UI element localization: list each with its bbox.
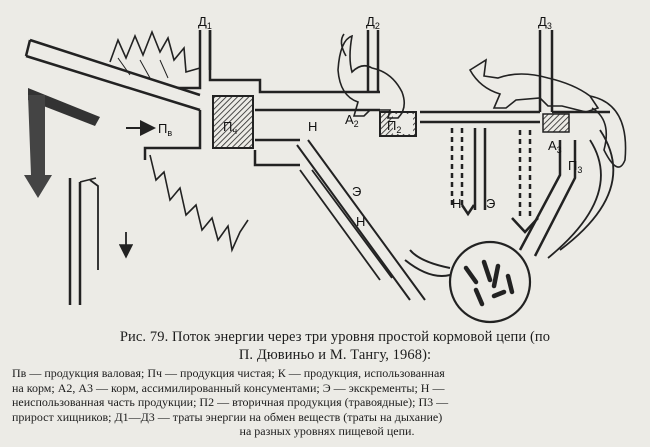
- label-a2: А2: [345, 112, 359, 129]
- figure-legend: Пв — продукция валовая; Пч — продукция ч…: [12, 366, 642, 439]
- figure-caption-title: Рис. 79. Поток энергии через три уровня …: [20, 328, 650, 364]
- reflected-energy-arrow: [24, 88, 100, 198]
- legend-line-3: неиспользованная часть продукции; П2 — в…: [12, 395, 449, 409]
- label-d2: Д2: [366, 14, 380, 31]
- label-pv: Пв: [158, 121, 172, 138]
- label-n-top: Н: [308, 119, 317, 134]
- leaves-top: [109, 29, 201, 74]
- sunlight-ray: [24, 38, 201, 112]
- legend-line-2: на корм; А2, А3 — корм, ассимилированный…: [12, 380, 445, 395]
- label-pch: Пч: [223, 119, 237, 136]
- label-e1: Э: [352, 184, 361, 199]
- label-d3: Д3: [538, 14, 552, 31]
- leaves-bottom: [149, 154, 249, 253]
- herbivore-rabbit: [337, 33, 406, 119]
- legend-line-1: Пв — продукция валовая; Пч — продукция ч…: [12, 366, 445, 380]
- label-n2: Н: [452, 196, 461, 211]
- legend-line-4: прирост хищников; Д1—Д3 — траты энергии …: [12, 409, 443, 424]
- caption-title-line-1: Рис. 79. Поток энергии через три уровня …: [119, 329, 551, 345]
- label-e2: Э: [486, 196, 495, 211]
- label-p2: П2: [387, 118, 401, 135]
- label-n1: Н: [356, 214, 365, 229]
- energy-flow-diagram: Пв Пч Д1 Д2 Д3 Н А2 П2 А3 П3 Э Н Н Э: [24, 14, 627, 324]
- caption-title-line-2: П. Дювиньо и М. Тангу, 1968):: [238, 347, 432, 363]
- legend-line-5: на разных уровнях пищевой цепи.: [239, 424, 415, 438]
- label-p3: П3: [568, 158, 582, 175]
- net-production-box: [212, 95, 254, 149]
- label-a3: А3: [548, 138, 562, 155]
- predator-fox: [468, 58, 627, 168]
- decomposers-circle: [448, 240, 532, 324]
- label-d1: Д1: [198, 14, 212, 31]
